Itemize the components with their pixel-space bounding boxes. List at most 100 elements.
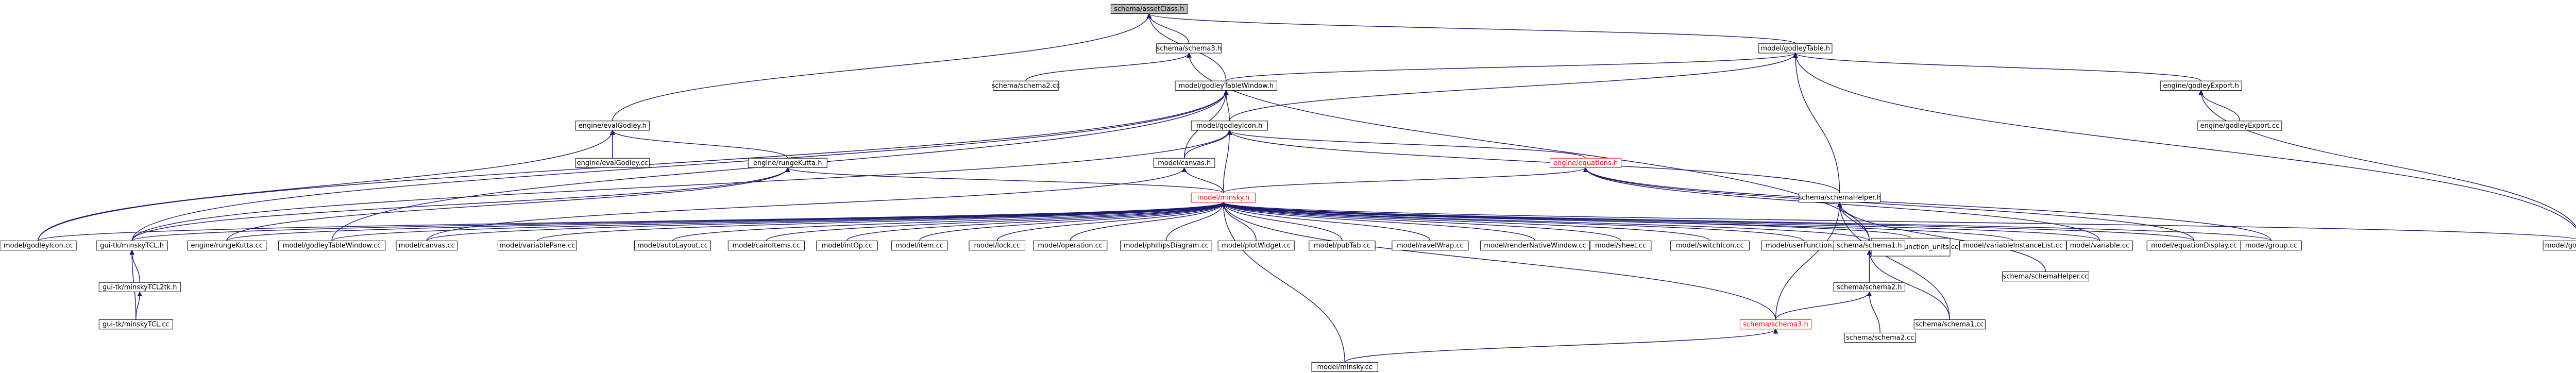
file-node[interactable]: schema/schema1.cc — [1913, 319, 1986, 330]
file-node[interactable]: model/variable.cc — [2066, 240, 2133, 251]
file-node-label: model/variableInstanceList.cc — [1963, 242, 2063, 250]
file-node[interactable]: model/switchIcon.cc — [1670, 240, 1750, 251]
file-node-box — [1309, 240, 1376, 251]
file-node[interactable]: engine/rungeKutta.h — [748, 158, 827, 168]
file-node-box — [1120, 240, 1212, 251]
file-node[interactable]: schema/schema3.h — [1739, 319, 1812, 330]
file-node[interactable]: gui-tk/minskyTCL2tk.h — [98, 282, 181, 292]
file-node-label: engine/godleyExport.cc — [2200, 122, 2279, 130]
file-node[interactable]: schema/schema1.h — [1833, 240, 1905, 251]
file-node[interactable]: model/item.cc — [891, 240, 948, 251]
file-node[interactable]: model/pubTab.cc — [1309, 240, 1376, 251]
dependency-edge — [1221, 201, 2100, 242]
file-node-label: model/canvas.cc — [399, 242, 455, 250]
file-node-label: model/minsky.h — [1197, 194, 1249, 202]
file-node[interactable]: model/variablePane.cc — [497, 240, 577, 251]
file-node-label: model/autoLayout.cc — [637, 242, 708, 250]
dependency-edge — [1837, 201, 1950, 320]
file-node[interactable]: model/godleyTable.cc — [2543, 240, 2576, 251]
dependency-edge — [1221, 201, 2195, 242]
file-node[interactable]: engine/godleyExport.h — [2160, 80, 2242, 91]
dependency-edge — [1227, 130, 1586, 159]
file-node-label: engine/evalGodley.cc — [577, 159, 648, 167]
file-node[interactable]: model/godleyTable.h — [1758, 43, 1833, 54]
file-node-box — [1844, 332, 1916, 343]
file-node-box — [2002, 271, 2089, 282]
file-node[interactable]: model/autoLayout.cc — [634, 240, 711, 251]
file-node-box — [96, 240, 168, 251]
file-node[interactable]: model/godleyIcon.h — [1191, 121, 1268, 131]
file-node[interactable]: model/operation.cc — [1033, 240, 1108, 251]
file-node[interactable]: schema/schemaHelper.cc — [2002, 271, 2089, 282]
file-node[interactable]: model/userFunction.cc — [1761, 240, 1846, 251]
file-node[interactable]: model/phillipsDiagram.cc — [1120, 240, 1212, 251]
file-node[interactable]: model/ravelWrap.cc — [1392, 240, 1469, 251]
file-node[interactable]: model/group.cc — [2240, 240, 2302, 251]
file-node[interactable]: engine/rungeKutta.cc — [187, 240, 267, 251]
file-node-box — [748, 158, 827, 168]
dependency-edge — [131, 167, 790, 241]
file-node[interactable]: model/godleyIcon.cc — [0, 240, 77, 251]
dependency-edge — [1223, 167, 1588, 194]
file-node-box — [396, 240, 457, 251]
dependency-edge — [226, 167, 790, 241]
file-node-box — [1959, 240, 2067, 251]
file-node-box — [891, 240, 948, 251]
file-node[interactable]: schema/schema2.cc — [992, 80, 1060, 91]
file-node[interactable]: schema/assetClass.h — [1110, 4, 1188, 14]
file-node-label: model/variable.cc — [2070, 242, 2130, 250]
file-node-box — [187, 240, 267, 251]
file-node-label: model/intOp.cc — [822, 242, 873, 250]
dependency-edge — [1221, 201, 2272, 242]
file-node-label: engine/rungeKutta.cc — [191, 242, 263, 250]
file-node[interactable]: model/godleyTableWindow.cc — [278, 240, 386, 251]
file-node-label: model/canvas.h — [1158, 159, 1211, 167]
file-node[interactable]: model/plotWidget.cc — [1217, 240, 1295, 251]
file-node[interactable]: engine/equations.h — [1549, 158, 1622, 168]
dependency-edge — [1837, 201, 1870, 241]
file-node[interactable]: schema/schema3.h — [1156, 43, 1222, 54]
dependency-edge — [331, 201, 1226, 242]
file-node-label: model/phillipsDiagram.cc — [1124, 242, 1209, 250]
file-node[interactable]: model/cairoItems.cc — [727, 240, 805, 251]
file-node[interactable]: schema/schema2.cc — [1844, 332, 1916, 343]
dependency-edge — [1775, 291, 1872, 320]
file-node-label: model/cairoItems.cc — [733, 242, 800, 250]
file-node-box — [1217, 240, 1295, 251]
file-node[interactable]: engine/evalGodley.cc — [575, 158, 650, 168]
file-node-label: model/operation.cc — [1038, 242, 1103, 250]
file-node[interactable]: schema/schema2.h — [1833, 282, 1905, 292]
file-node-label: model/godleyTable.cc — [2545, 242, 2576, 250]
file-node-box — [1153, 158, 1215, 168]
file-node[interactable]: model/minsky.h — [1191, 192, 1256, 203]
dependency-edge — [1184, 130, 1232, 159]
file-node[interactable]: model/canvas.h — [1153, 158, 1215, 168]
file-node-box — [1033, 240, 1108, 251]
file-node-box — [1480, 240, 1590, 251]
dependency-edge — [1229, 53, 1798, 121]
file-node[interactable]: model/godleyTableWindow.h — [1175, 80, 1277, 91]
file-node[interactable]: gui-tk/minskyTCL.cc — [98, 319, 173, 330]
file-node[interactable]: model/canvas.cc — [396, 240, 457, 251]
file-node[interactable]: model/variableInstanceList.cc — [1959, 240, 2067, 251]
file-node[interactable]: model/minsky.cc — [1311, 362, 1378, 372]
file-node[interactable]: model/equationDisplay.cc — [2146, 240, 2242, 251]
file-node-box — [1549, 158, 1622, 168]
file-node-label: gui-tk/minskyTCL.h — [100, 242, 164, 250]
file-node[interactable]: model/intOp.cc — [816, 240, 878, 251]
dependency-edge — [1221, 201, 1536, 241]
file-node-label: model/renderNativeWindow.cc — [1484, 242, 1586, 250]
file-node[interactable]: model/sheet.cc — [1589, 240, 1652, 251]
file-node[interactable]: model/renderNativeWindow.cc — [1480, 240, 1590, 251]
file-node[interactable]: schema/schemaHelper.h — [1799, 192, 1881, 203]
file-node-box — [98, 319, 173, 330]
file-node[interactable]: engine/godleyExport.cc — [2197, 121, 2282, 131]
file-node-box — [1110, 4, 1188, 14]
file-node[interactable]: engine/evalGodley.h — [575, 121, 650, 131]
file-node[interactable]: model/lock.cc — [969, 240, 1026, 251]
file-node[interactable]: gui-tk/minskyTCL.h — [96, 240, 168, 251]
file-node-box — [575, 158, 650, 168]
file-node-label: model/group.cc — [2245, 242, 2297, 250]
file-node-box — [1175, 80, 1277, 91]
dependency-edge — [996, 201, 1226, 241]
